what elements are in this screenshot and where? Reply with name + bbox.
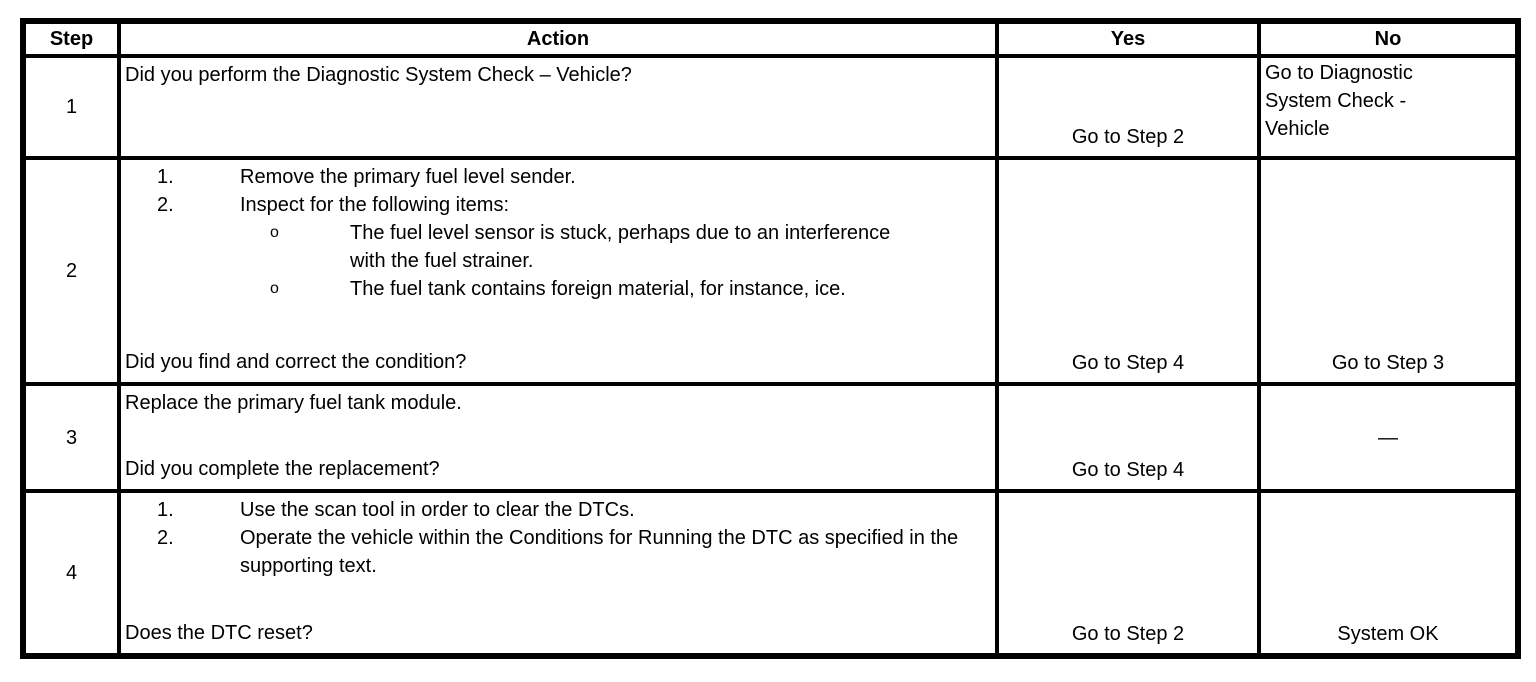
sub-bullet-text: The fuel tank contains foreign material,… — [350, 278, 846, 300]
yes-cell: Go to Step 4 — [999, 386, 1257, 489]
action-question: Does the DTC reset? — [125, 622, 313, 644]
yes-instruction: Go to Step 2 — [1071, 126, 1185, 148]
no-cell: System OK — [1261, 493, 1515, 653]
no-cell: Go to Diagnostic System Check - Vehicle — [1261, 58, 1515, 156]
step-number-cell: 1 — [26, 58, 117, 156]
action-statement: Replace the primary fuel tank module. — [125, 392, 462, 414]
cell-spacer — [125, 580, 987, 619]
numbered-item: 2. Operate the vehicle within the Condit… — [125, 524, 987, 580]
list-number: 1. — [157, 499, 174, 521]
step-number-cell: 2 — [26, 160, 117, 382]
step-number-cell: 4 — [26, 493, 117, 653]
numbered-item-text: Remove the primary fuel level sender. — [240, 166, 576, 188]
yes-cell: Go to Step 2 — [999, 58, 1257, 156]
numbered-item-text: Inspect for the following items: — [240, 194, 510, 216]
list-number: 1. — [157, 166, 174, 188]
sub-bullet-item: o The fuel tank contains foreign materia… — [125, 275, 987, 303]
numbered-item: 1. Remove the primary fuel level sender. — [125, 163, 987, 191]
yes-instruction: Go to Step 4 — [1071, 352, 1185, 374]
action-question: Did you find and correct the condition? — [125, 351, 467, 373]
diagnostic-steps-table: Step Action Yes No 1 Did you perform the… — [20, 18, 1521, 659]
no-instruction: — — [1378, 426, 1398, 449]
cell-spacer — [125, 89, 987, 150]
no-instruction: Go to Step 3 — [1331, 352, 1445, 374]
action-cell: Did you perform the Diagnostic System Ch… — [121, 58, 995, 156]
no-cell: Go to Step 3 — [1261, 160, 1515, 382]
cell-spacer — [125, 417, 987, 455]
yes-instruction: Go to Step 2 — [1071, 623, 1185, 645]
step-number-cell: 3 — [26, 386, 117, 489]
list-number: 2. — [157, 194, 174, 216]
numbered-item-text: Use the scan tool in order to clear the … — [240, 499, 635, 521]
list-number: 2. — [157, 527, 174, 549]
circle-bullet-icon: o — [270, 280, 279, 297]
action-question: Did you perform the Diagnostic System Ch… — [125, 64, 632, 86]
action-question: Did you complete the replacement? — [125, 458, 440, 480]
circle-bullet-icon: o — [270, 224, 279, 241]
no-instruction: Go to Diagnostic System Check - Vehicle — [1265, 62, 1413, 140]
yes-cell: Go to Step 4 — [999, 160, 1257, 382]
step-column-header: Step — [26, 24, 117, 54]
sub-bullet-item: o The fuel level sensor is stuck, perhap… — [125, 219, 987, 275]
action-cell: 1. Use the scan tool in order to clear t… — [121, 493, 995, 653]
no-cell: — — [1261, 386, 1515, 489]
yes-cell: Go to Step 2 — [999, 493, 1257, 653]
numbered-item: 2. Inspect for the following items: — [125, 191, 987, 219]
yes-instruction: Go to Step 4 — [1071, 459, 1185, 481]
action-cell: 1. Remove the primary fuel level sender.… — [121, 160, 995, 382]
cell-spacer — [125, 303, 987, 348]
action-column-header: Action — [121, 24, 995, 54]
no-instruction: System OK — [1337, 623, 1439, 645]
numbered-item: 1. Use the scan tool in order to clear t… — [125, 496, 987, 524]
sub-bullet-text: The fuel level sensor is stuck, perhaps … — [350, 222, 891, 272]
no-column-header: No — [1261, 24, 1515, 54]
yes-column-header: Yes — [999, 24, 1257, 54]
action-cell: Replace the primary fuel tank module. Di… — [121, 386, 995, 489]
numbered-item-text: Operate the vehicle within the Condition… — [240, 527, 959, 577]
